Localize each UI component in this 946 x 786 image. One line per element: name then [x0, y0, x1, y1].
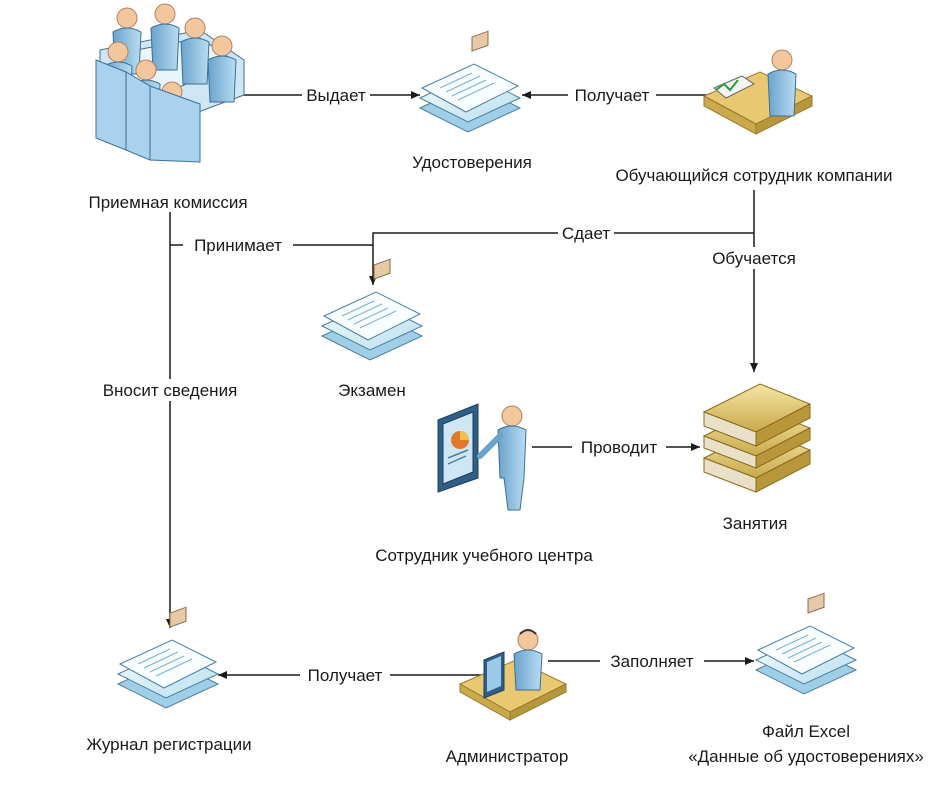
books-stack-icon	[702, 383, 812, 493]
edge-label-conducts: Проводит	[581, 438, 657, 457]
node-label-admin: Администратор	[446, 747, 569, 766]
edge-label-receives-journal: Получает	[308, 666, 383, 685]
operator-computer-icon	[458, 629, 568, 721]
node-label-exam: Экзамен	[338, 381, 406, 400]
person-at-desk-icon	[702, 49, 814, 135]
edge-label-accepts: Принимает	[194, 236, 282, 255]
conference-table-icon	[95, 3, 245, 163]
node-label-journal: Журнал регистрации	[86, 735, 251, 754]
node-label-certificates: Удостоверения	[412, 153, 532, 172]
presenter-board-icon	[437, 403, 527, 511]
node-label-trainer: Сотрудник учебного центра	[375, 546, 593, 565]
edge-label-issues: Выдает	[306, 86, 366, 105]
node-label-commission: Приемная комиссия	[88, 193, 247, 212]
edge-label-submits: Сдает	[562, 224, 611, 243]
edge-label-enters-info: Вносит сведения	[103, 381, 238, 400]
document-stack-icon	[419, 30, 521, 133]
document-stack-icon	[755, 592, 857, 695]
edge-label-fills: Заполняет	[610, 652, 693, 671]
node-label-lessons: Занятия	[723, 514, 788, 533]
document-stack-icon	[321, 258, 423, 361]
node-label-excel-line2: «Данные об удостоверениях»	[688, 747, 924, 766]
document-stack-icon	[117, 606, 219, 709]
node-label-excel-line1: Файл Excel	[762, 722, 850, 741]
node-label-trainee: Обучающийся сотрудник компании	[615, 166, 892, 185]
edge-label-studies: Обучается	[712, 249, 796, 268]
edge-label-receives-cert: Получает	[575, 86, 650, 105]
edge-submits-line	[369, 232, 754, 285]
